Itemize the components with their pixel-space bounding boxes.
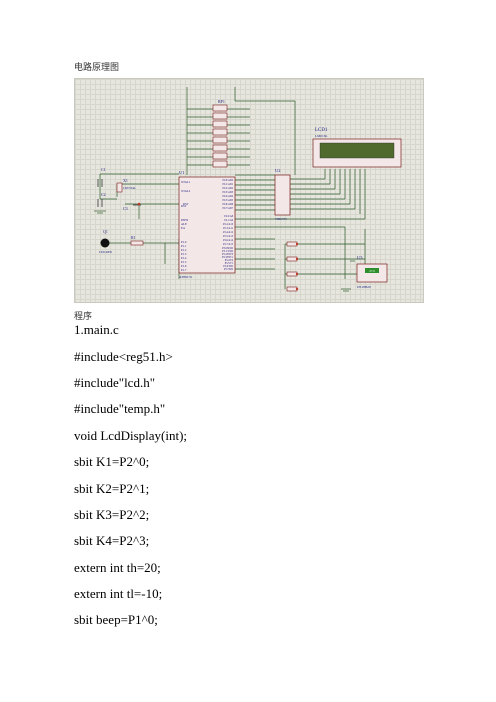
u1-pin-left-5: EA [181, 226, 186, 230]
c1-label: C1 [101, 167, 106, 172]
u1-pin-right-7: P0.7/AD7 [223, 207, 234, 210]
c3-label: C3 [123, 206, 128, 211]
code-line: sbit K3=P2^2; [74, 507, 150, 522]
code-line: extern int th=20; [74, 560, 161, 575]
u1-pin-left-1: XTAL2 [181, 189, 191, 193]
code-line: #include"lcd.h" [74, 375, 156, 390]
crystal-label: CRYSTAL [123, 186, 136, 190]
rst-label: RST [183, 202, 189, 206]
code-line: #include"temp.h" [74, 401, 166, 416]
program-heading: 程序 [74, 311, 93, 321]
u1-pin-right-12: P2.4/A12 [223, 231, 234, 234]
u1-pin-right-0: P0.0/AD0 [223, 179, 234, 182]
ground-symbols [94, 210, 351, 292]
u1-pin-right-10: P2.2/A10 [223, 223, 234, 226]
u1-pin-right-19: P3.3/INT1 [222, 256, 234, 259]
u1-pin-right-21: P3.5/T1 [225, 262, 234, 265]
mcu-model-label: AT89C51 [179, 275, 193, 279]
u1-pin-left-13: P1.7 [181, 268, 187, 272]
u1-pin-left-8: P1.2 [181, 248, 187, 252]
u1-pin-right-20: P3.4/T0 [225, 259, 234, 262]
code-line: void LcdDisplay(int); [74, 428, 188, 443]
u1-label: U1 [179, 170, 185, 175]
u1-pin-right-14: P2.6/A14 [223, 239, 234, 242]
u1-pin-right-6: P0.6/AD6 [223, 203, 234, 206]
lcd-label: LCD1 [315, 128, 328, 133]
u1-pin-left-2: RST [181, 204, 187, 208]
clock-circuit: C1 X1 CRYSTAL C2 C3 RST [97, 167, 189, 211]
sensor-reading: 27.0 [369, 269, 375, 273]
u1-pin-left-7: P1.1 [181, 244, 187, 248]
circuit-schematic: RP1 LCD1 LM016L U1 XTAL1 XTAL2 RST PSEN … [74, 78, 424, 303]
c2-label: C2 [101, 192, 106, 197]
temperature-sensor: U3 27.0 DS18B20 [356, 255, 388, 289]
led-label: LED-RED [99, 250, 113, 254]
code-line: sbit K1=P2^0; [74, 454, 150, 469]
u3-label: U3 [357, 255, 363, 260]
r1-label: R1 [131, 235, 136, 240]
led-circuit: Q1 LED-RED R1 [99, 229, 144, 254]
q1-label: Q1 [103, 229, 108, 234]
u1-pin-left-4: ALE [181, 222, 187, 226]
u1-pin-right-2: P0.2/AD2 [223, 187, 234, 190]
u1-pin-right-1: P0.1/AD1 [223, 183, 234, 186]
u1-pin-left-11: P1.5 [181, 260, 187, 264]
u1-pin-right-8: P2.0/A8 [224, 215, 233, 218]
mcu-chip: U1 XTAL1 XTAL2 RST PSEN ALE EA P1.0 P1.1… [178, 170, 236, 279]
latch-chip: U2 74HC573 [274, 168, 291, 221]
u1-pin-left-12: P1.6 [181, 264, 187, 268]
lcd-model-label: LM016L [315, 134, 328, 138]
u1-pin-right-9: P2.1/A9 [224, 219, 233, 222]
u1-pin-left-6: P1.0 [181, 240, 187, 244]
code-line: 1.main.c [74, 322, 119, 337]
code-line: sbit beep=P1^0; [74, 612, 158, 627]
u1-pin-left-10: P1.4 [181, 256, 187, 260]
u1-pin-right-4: P0.4/AD4 [223, 195, 234, 198]
resistor-pack: RP1 [212, 99, 228, 168]
u1-pin-left-0: XTAL1 [181, 180, 191, 184]
u1-pin-right-16: P3.0/RXD [222, 247, 233, 250]
rp-label: RP1 [218, 99, 225, 104]
u1-pin-right-17: P3.1/TXD [222, 250, 233, 253]
u1-pin-right-22: P3.6/WR [223, 265, 233, 268]
u1-pin-right-15: P2.7/A15 [223, 243, 234, 246]
u1-pin-right-11: P2.3/A11 [223, 227, 233, 230]
latch-model-label: 74HC573 [275, 217, 287, 221]
code-line: sbit K2=P2^1; [74, 481, 150, 496]
x1-label: X1 [123, 178, 128, 183]
u2-label: U2 [275, 168, 281, 173]
u1-pin-right-13: P2.5/A13 [223, 235, 234, 238]
code-line: extern int tl=-10; [74, 586, 163, 601]
code-line: sbit K4=P2^3; [74, 533, 150, 548]
schematic-svg: RP1 LCD1 LM016L U1 XTAL1 XTAL2 RST PSEN … [94, 87, 402, 292]
push-buttons [286, 241, 299, 292]
code-line: #include<reg51.h> [74, 349, 173, 364]
sensor-model-label: DS18B20 [357, 285, 371, 289]
u1-pin-right-3: P0.3/AD3 [223, 191, 234, 194]
u1-pin-left-3: PSEN [181, 218, 189, 222]
u1-pin-right-23: P3.7/RD [224, 268, 233, 271]
schematic-caption: 电路原理图 [74, 62, 120, 72]
u1-pin-left-9: P1.3 [181, 252, 187, 256]
wires [99, 87, 366, 289]
lcd-module: LCD1 LM016L [312, 128, 402, 168]
u1-pin-right-18: P3.2/INT0 [222, 253, 234, 256]
u1-pin-right-5: P0.5/AD5 [223, 199, 234, 202]
